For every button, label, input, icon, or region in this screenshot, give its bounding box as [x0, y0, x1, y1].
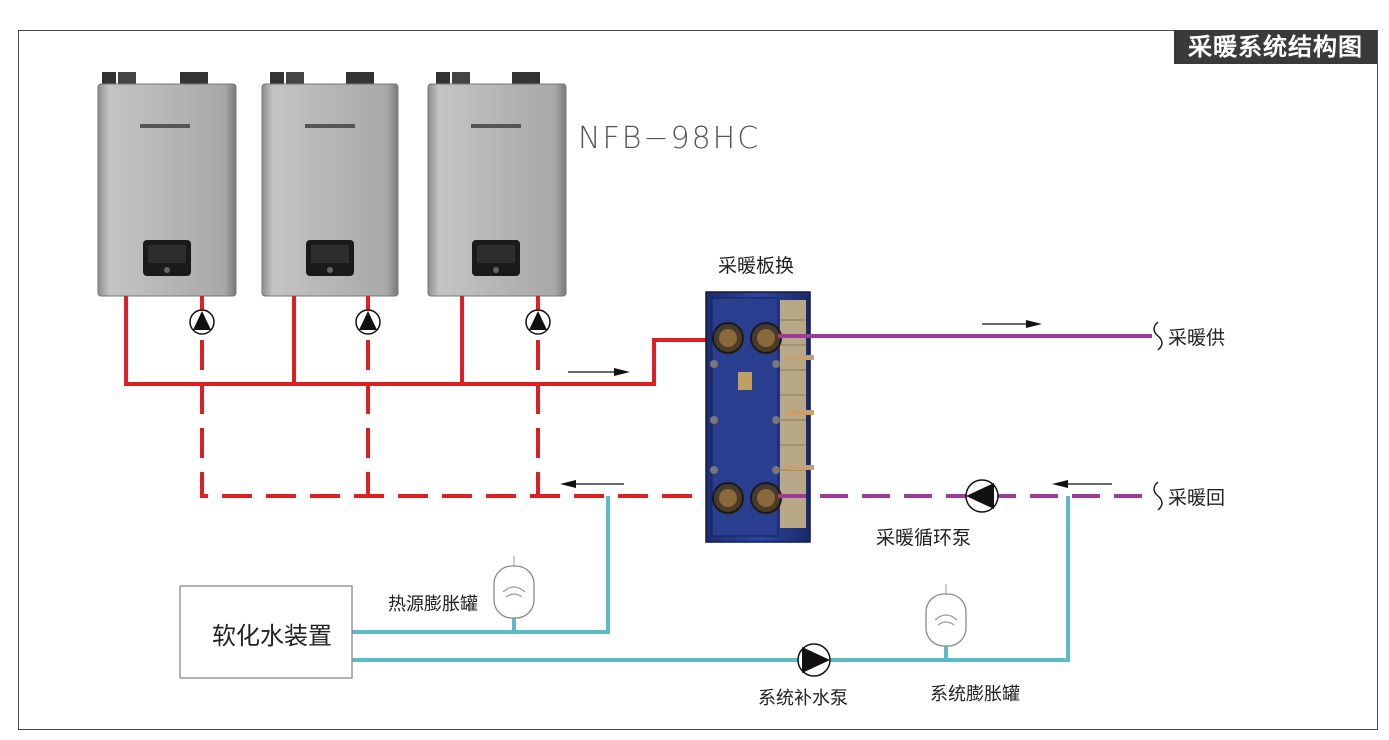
circulation-pump-label: 采暖循环泵 — [876, 527, 971, 549]
system-tank-label: 系统膨胀罐 — [930, 684, 1020, 705]
boiler-unit-2 — [261, 72, 399, 297]
return-break-symbol — [1153, 481, 1163, 511]
diagram-title: 采暖系统结构图 — [1174, 30, 1377, 64]
system-expansion-tank-icon — [925, 584, 967, 647]
flow-arrow-icon-primary-supply — [568, 368, 630, 376]
primary-return-line — [200, 296, 720, 498]
heat-source-tank-label: 热源膨胀罐 — [388, 594, 478, 615]
softener-label: 软化水装置 — [212, 622, 332, 650]
circulation-pump-icon — [965, 479, 999, 513]
water-softener-box: 软化水装置 — [179, 585, 353, 679]
flow-arrow-icon-heating-supply — [982, 320, 1042, 328]
flow-arrow-icon-heating-return — [1052, 480, 1112, 488]
makeup-pump-icon — [797, 643, 831, 677]
plate-heat-exchanger — [705, 291, 814, 543]
diagram-frame — [18, 30, 1378, 730]
boiler-unit-1 — [97, 72, 237, 297]
model-label: NFB−98HC — [578, 121, 760, 156]
makeup-water-line — [352, 496, 1070, 662]
supply-break-symbol — [1153, 321, 1163, 351]
boiler-pump-icon-1 — [189, 309, 215, 335]
flow-arrow-icon-primary-return — [560, 480, 624, 488]
boiler-unit-3 — [427, 72, 567, 297]
plate-exchanger-label: 采暖板换 — [718, 255, 794, 277]
heating-return-label: 采暖回 — [1168, 487, 1225, 509]
boiler-pump-icon-2 — [355, 309, 381, 335]
heating-supply-label: 采暖供 — [1168, 327, 1225, 349]
primary-supply-line — [124, 296, 720, 386]
makeup-pump-label: 系统补水泵 — [758, 688, 848, 709]
heat-source-expansion-tank-icon — [493, 556, 535, 619]
boiler-pump-icon-3 — [525, 309, 551, 335]
